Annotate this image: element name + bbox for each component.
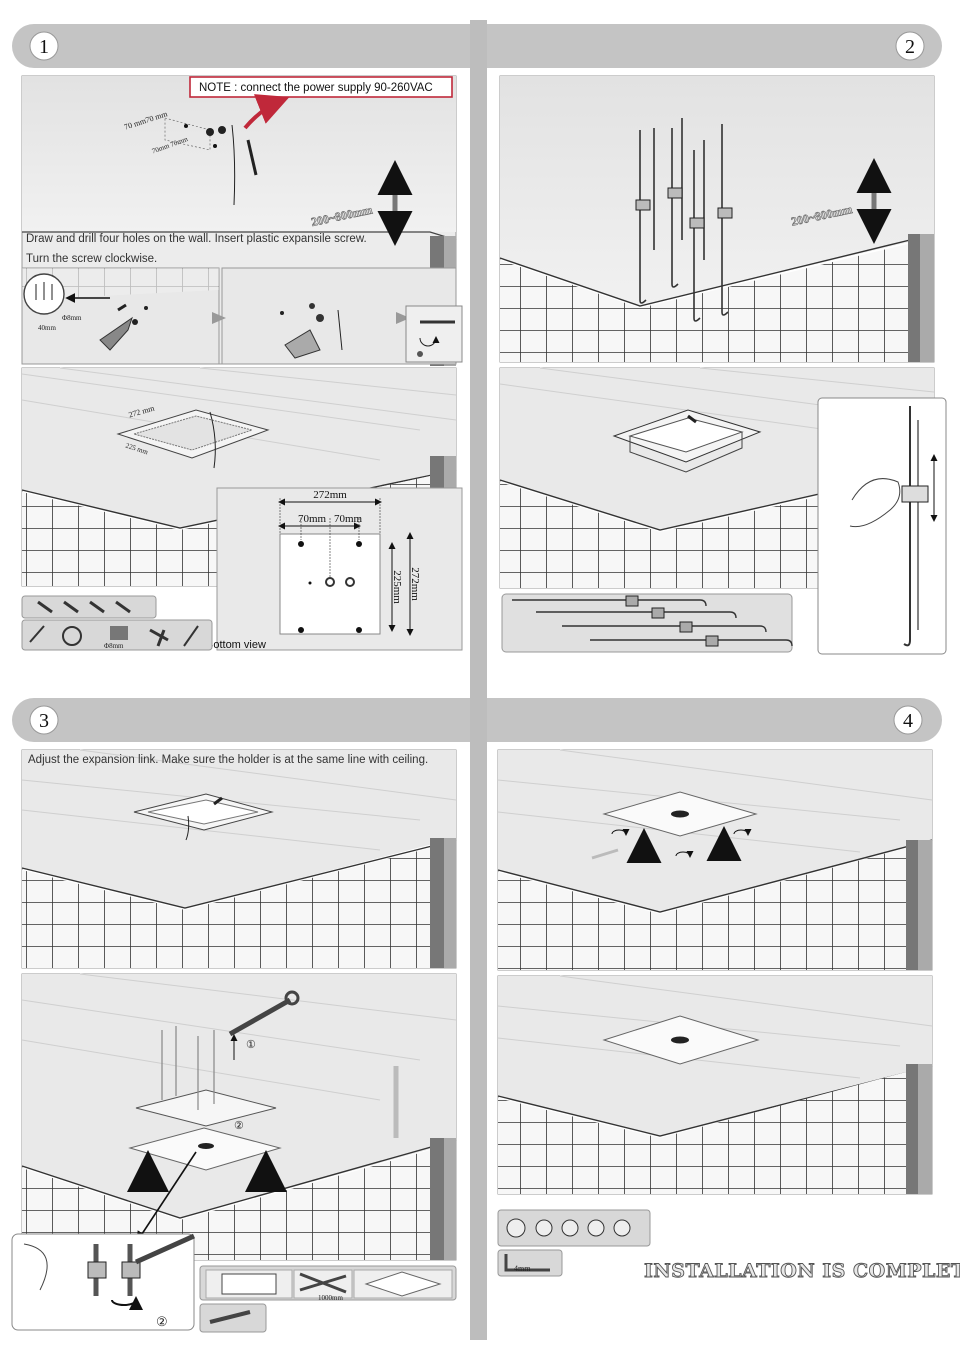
step4-mount-panel: [497, 749, 933, 971]
power-note-box: [189, 76, 453, 98]
step1-subpanel-screw: [212, 267, 463, 365]
step2-adjust-detail: [817, 397, 947, 655]
step-badge-2: 2: [895, 31, 925, 61]
step-badge-4: 4: [893, 705, 923, 735]
power-note: NOTE : connect the power supply 90-260VA…: [199, 82, 433, 94]
step1-tools-strip: Φ8mm: [21, 595, 213, 651]
step-badge-3: 3: [29, 705, 59, 735]
step3-hose-detail: ②: [11, 1233, 196, 1331]
step-number-4: 4: [903, 710, 913, 732]
bottom-height-inner: 225mm: [391, 570, 403, 604]
red-arrow: [243, 94, 290, 130]
marker-2: ②: [234, 1120, 244, 1132]
bottom-view-caption: Bottom view: [206, 639, 266, 651]
step2-rods-strip: [501, 593, 793, 653]
step-number-3: 3: [39, 710, 49, 732]
drill-instruction-1: Draw and drill four holes on the wall. I…: [26, 233, 367, 245]
vertical-divider: [470, 20, 487, 1340]
step3-parts-strip: 1000mm: [199, 1265, 457, 1333]
installation-complete-text: INSTALLATION IS COMPLETE: [644, 1260, 960, 1282]
bottom-left-spacing: 70mm: [298, 513, 327, 525]
drill-bit-label: Φ8mm: [104, 642, 124, 650]
step-number-1: 1: [39, 36, 49, 58]
step3-instruction: Adjust the expansion link. Make sure the…: [28, 754, 428, 766]
hex-key-label: 4mm: [514, 1264, 531, 1273]
step-badge-1: 1: [29, 31, 59, 61]
step3-install-panel: ① ②: [21, 973, 457, 1261]
drill-depth-label: 40mm: [38, 324, 56, 332]
step3-adjust-panel: Adjust the expansion link. Make sure the…: [21, 749, 457, 969]
pipe-length-label: 1000mm: [318, 1294, 343, 1302]
marker-2b: ②: [156, 1314, 168, 1329]
step4-complete-panel: [497, 975, 933, 1195]
step1-subpanel-drill: Φ8mm 40mm: [21, 267, 220, 365]
bottom-right-spacing: 70mm: [334, 513, 363, 525]
bottom-width-label: 272mm: [313, 489, 347, 501]
drill-diameter-label: Φ8mm: [62, 314, 82, 322]
marker-1: ①: [246, 1039, 256, 1051]
bottom-height-outer: 272mm: [409, 567, 421, 601]
step4-parts-strip: 4mm: [497, 1209, 651, 1277]
step-number-2: 2: [905, 36, 915, 58]
bottom-view-drawing: 272mm 70mm 70mm 225mm 272mm Bottom view: [206, 487, 463, 651]
drill-instruction-2: Turn the screw clockwise.: [26, 253, 157, 265]
step2-rods-panel: 200~800mm: [499, 75, 935, 363]
